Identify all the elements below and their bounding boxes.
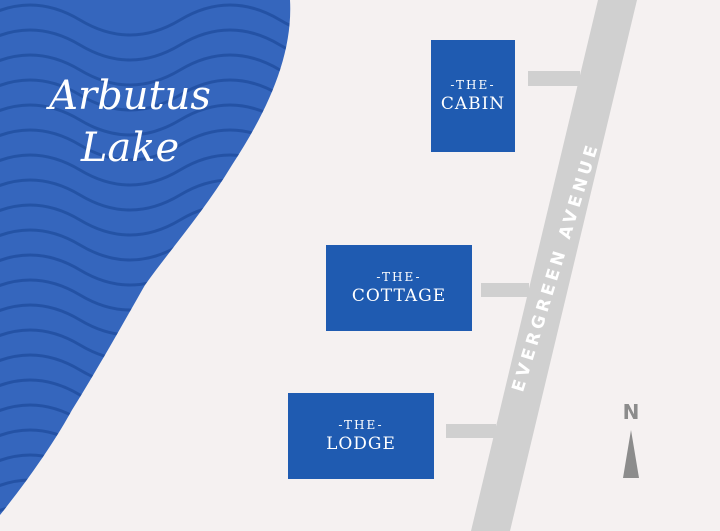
driveway-cabin [528,71,580,86]
north-arrow-icon [623,430,639,478]
lake-label: Arbutus Lake [30,70,230,174]
north-label: N [622,400,640,424]
building-lodge[interactable]: -THE- LODGE [288,393,434,479]
building-cabin[interactable]: -THE- CABIN [431,40,515,152]
evergreen-avenue-road [446,0,637,531]
lake-name-line2: Lake [80,125,180,171]
building-prefix: -THE- [338,418,384,432]
driveway-cottage [481,283,529,297]
building-prefix: -THE- [450,78,496,92]
building-prefix: -THE- [376,270,422,284]
building-name: COTTAGE [351,286,447,306]
building-cottage[interactable]: -THE- COTTAGE [326,245,472,331]
building-name: CABIN [440,94,506,114]
building-name: LODGE [326,434,396,454]
driveway-lodge [446,424,496,438]
lake-name-line1: Arbutus [49,73,211,119]
